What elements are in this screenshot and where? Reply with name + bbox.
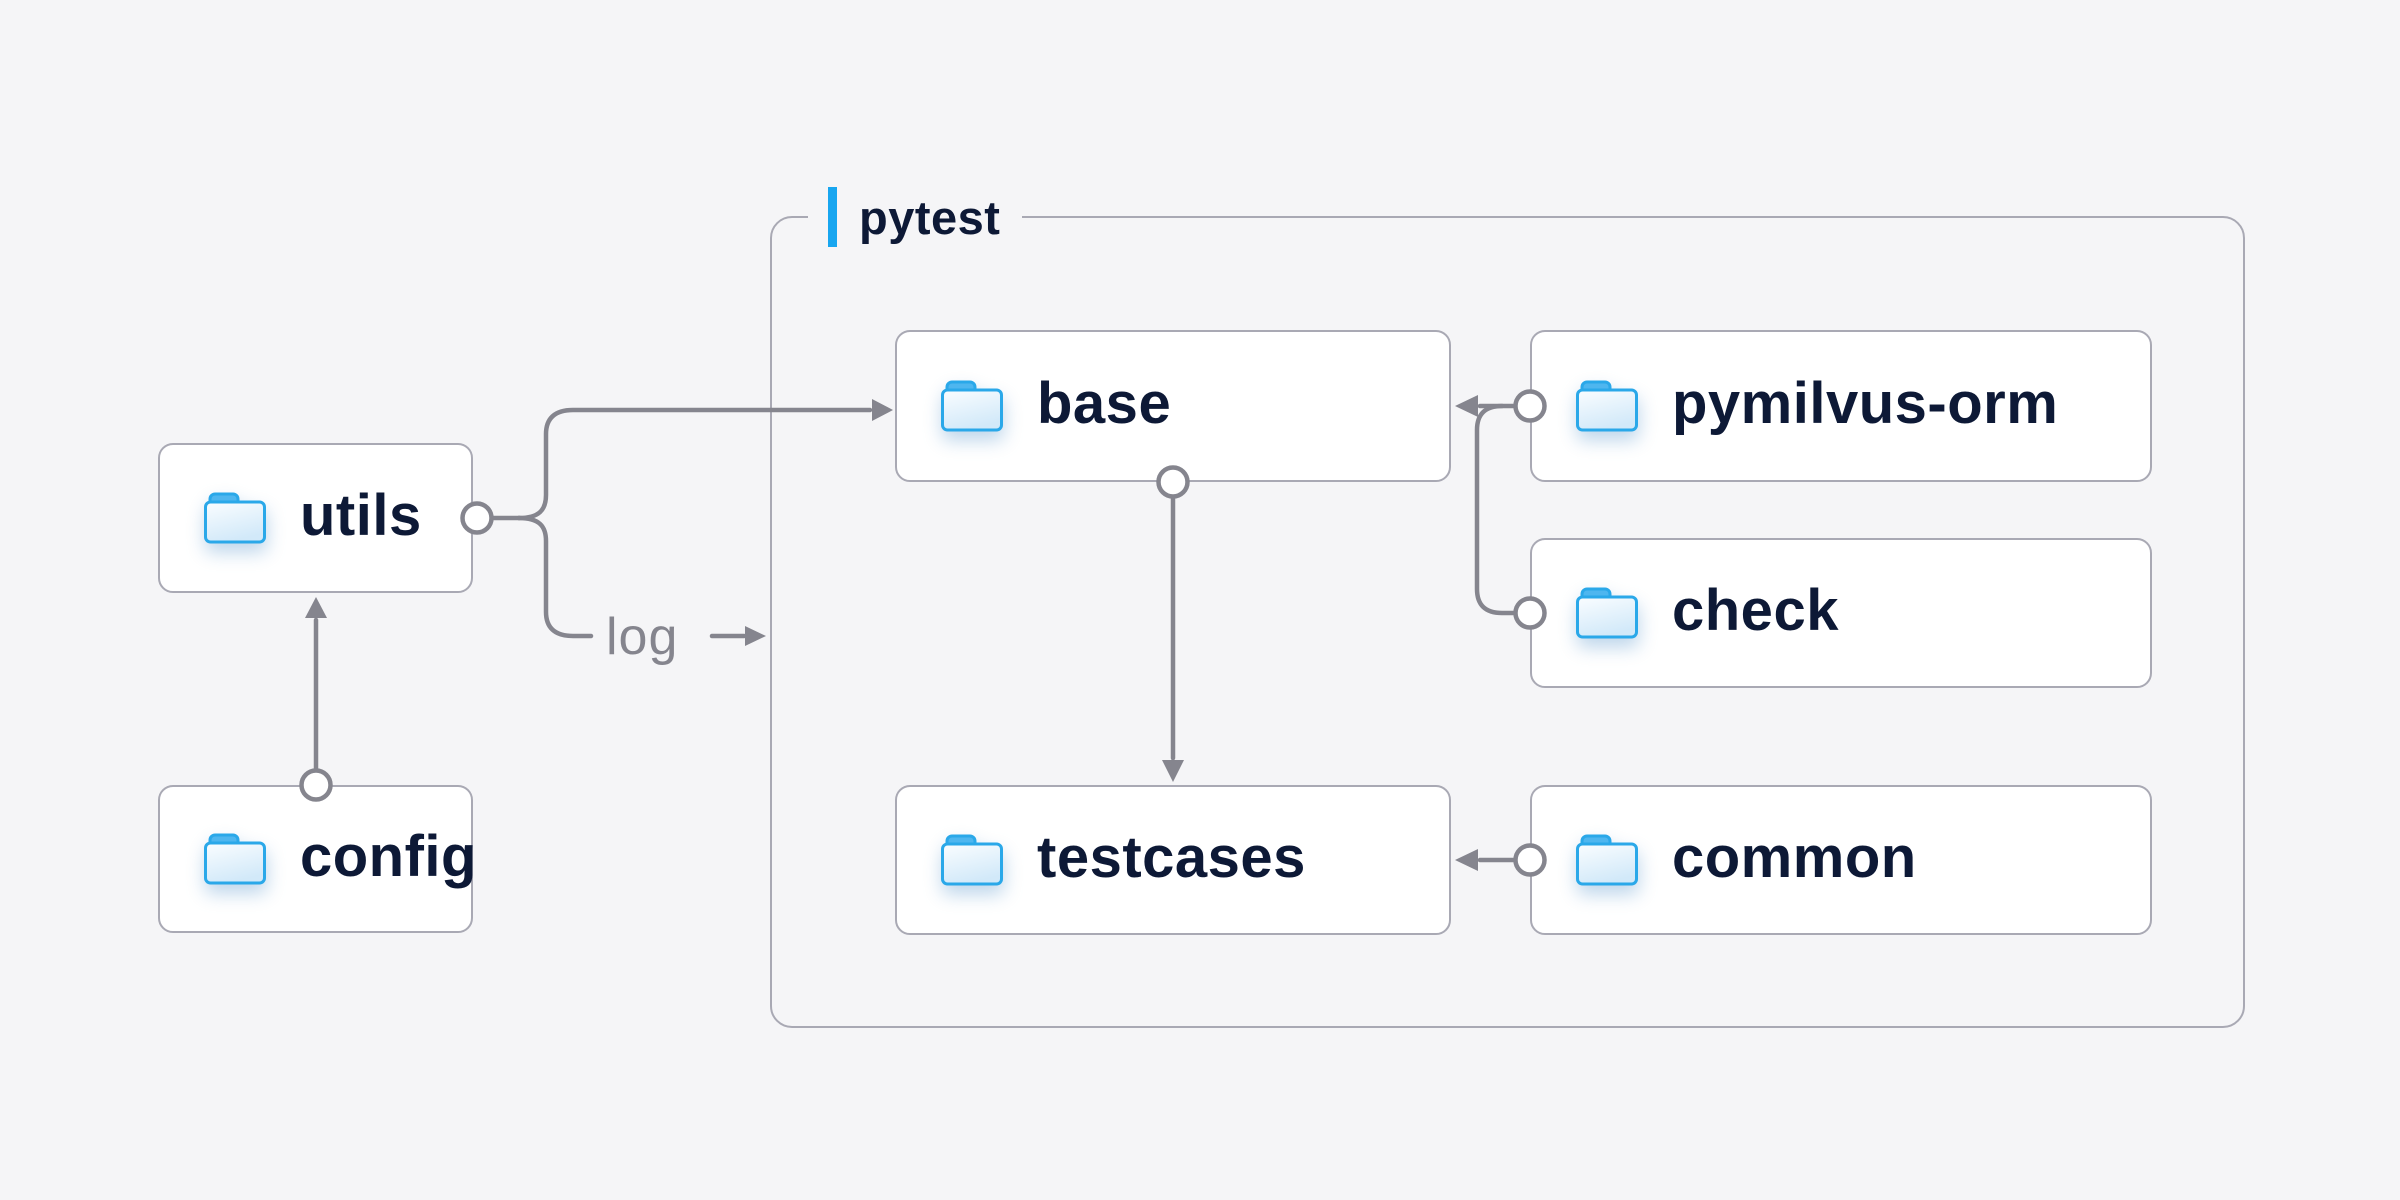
pytest-group-title: pytest bbox=[859, 190, 1001, 244]
node-label: config bbox=[300, 824, 477, 889]
edge-utils-log bbox=[516, 515, 594, 639]
node-check: check bbox=[1530, 538, 2152, 688]
node-pymilvus-orm: pymilvus-orm bbox=[1530, 330, 2152, 482]
node-label: pymilvus-orm bbox=[1672, 371, 2059, 436]
folder-icon bbox=[941, 380, 1003, 432]
node-label: testcases bbox=[1037, 825, 1306, 890]
folder-icon bbox=[1576, 380, 1638, 432]
node-common: common bbox=[1530, 785, 2152, 935]
node-utils: utils bbox=[158, 443, 473, 593]
folder-icon bbox=[204, 492, 266, 544]
node-base: base bbox=[895, 330, 1451, 482]
folder-icon bbox=[1576, 587, 1638, 639]
pytest-group: pytest bbox=[770, 185, 2245, 1028]
pytest-group-label: pytest bbox=[808, 185, 1023, 249]
node-label: common bbox=[1672, 825, 1917, 890]
folder-icon bbox=[941, 834, 1003, 886]
node-config: config bbox=[158, 785, 476, 933]
folder-icon bbox=[1576, 834, 1638, 886]
log-edge-label: log bbox=[606, 608, 678, 666]
folder-icon bbox=[204, 833, 266, 885]
node-testcases: testcases bbox=[895, 785, 1451, 935]
node-label: check bbox=[1672, 578, 1839, 643]
accent-bar bbox=[828, 187, 837, 247]
node-label: utils bbox=[300, 483, 422, 548]
node-label: base bbox=[1037, 371, 1172, 436]
arrowhead-into-utils bbox=[305, 597, 327, 618]
arrowhead-log bbox=[745, 626, 766, 646]
